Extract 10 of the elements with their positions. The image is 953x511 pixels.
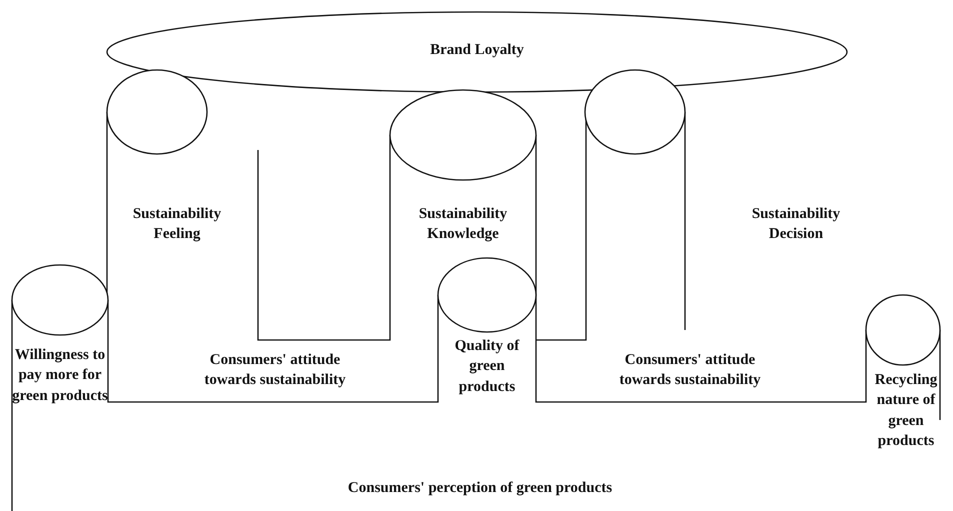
node-label: Sustainability Knowledge (418, 205, 508, 244)
node-label: Recycling nature of green products (874, 371, 938, 451)
text-label: Consumers' attitude towards sustainability (618, 351, 762, 390)
node-label: Willingness to pay more for green products (12, 346, 108, 406)
text-label: Consumers' attitude towards sustainability (203, 351, 347, 390)
node-label: Sustainability Decision (750, 205, 842, 244)
text-label: Consumers' perception of green products (346, 479, 614, 498)
node-label: Quality of green products (454, 337, 520, 396)
node-label: Sustainability Feeling (132, 205, 222, 244)
node-label: Brand Loyalty (429, 41, 525, 60)
